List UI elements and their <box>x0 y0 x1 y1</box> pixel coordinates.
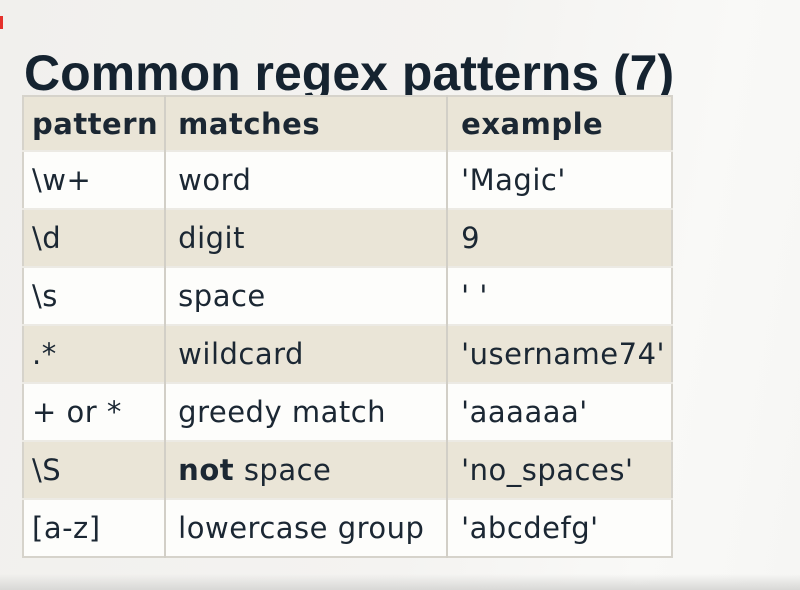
matches-cell: not space <box>164 440 448 499</box>
example-cell: 'abcdefg' <box>446 498 673 557</box>
page-title: Common regex patterns (7) <box>24 44 675 101</box>
table-row: \s space ' ' <box>23 266 673 325</box>
pattern-cell: \s <box>23 266 166 325</box>
video-edge-artifact <box>0 16 3 29</box>
matches-text: space <box>178 279 266 313</box>
table-row: \w+ word 'Magic' <box>23 150 673 209</box>
matches-text: wildcard <box>178 337 304 371</box>
pattern-cell: \d <box>23 208 166 267</box>
matches-cell: digit <box>164 208 448 267</box>
example-cell: 'no_spaces' <box>446 440 673 499</box>
matches-cell: wildcard <box>164 324 448 383</box>
table-row: \d digit 9 <box>23 208 673 267</box>
pattern-cell: [a-z] <box>23 498 166 557</box>
column-header-example: example <box>446 96 673 151</box>
column-header-matches: matches <box>164 96 448 151</box>
matches-cell: word <box>164 150 448 209</box>
matches-cell: greedy match <box>164 382 448 441</box>
example-cell: 'aaaaaa' <box>446 382 673 441</box>
matches-text: word <box>178 163 252 197</box>
pattern-cell: \w+ <box>23 150 166 209</box>
matches-text: greedy match <box>178 395 387 429</box>
table-row: [a-z] lowercase group 'abcdefg' <box>23 498 673 557</box>
table-row: .* wildcard 'username74' <box>23 324 673 383</box>
bottom-shadow <box>0 574 800 590</box>
example-cell: ' ' <box>446 266 673 325</box>
matches-cell: lowercase group <box>164 498 448 557</box>
matches-text: space <box>234 453 332 487</box>
pattern-cell: + or * <box>23 382 166 441</box>
table-body: \w+ word 'Magic' \d digit 9 \s space ' ' .* wildca… <box>23 150 673 557</box>
matches-text: lowercase group <box>178 511 425 545</box>
pattern-cell: \S <box>23 440 166 499</box>
pattern-cell: .* <box>23 324 166 383</box>
matches-text: digit <box>178 221 245 255</box>
example-cell: 9 <box>446 208 673 267</box>
column-header-pattern: pattern <box>23 96 166 151</box>
matches-text-bold: not <box>178 453 235 487</box>
matches-cell: space <box>164 266 448 325</box>
example-cell: 'Magic' <box>446 150 673 209</box>
example-cell: 'username74' <box>446 324 673 383</box>
table-row: + or * greedy match 'aaaaaa' <box>23 382 673 441</box>
